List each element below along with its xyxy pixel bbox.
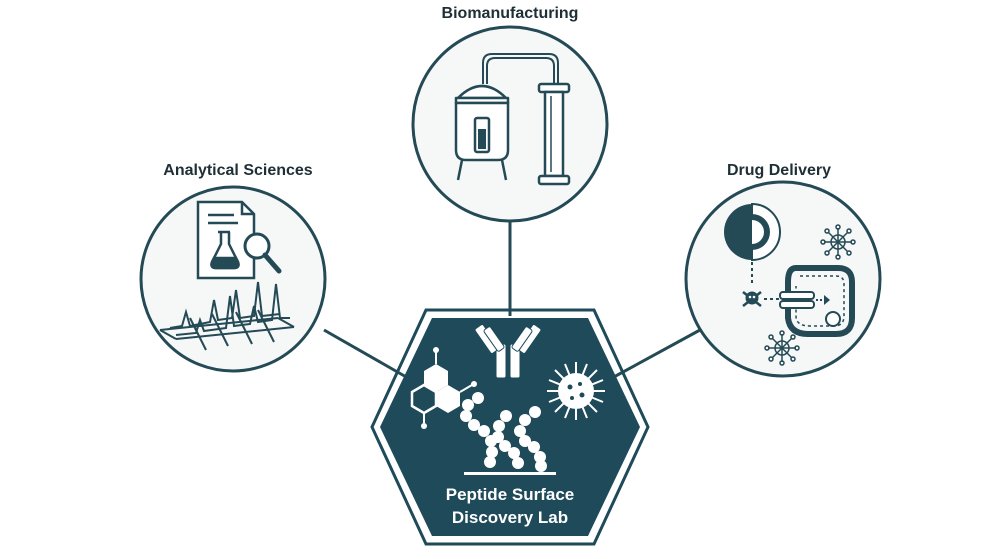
center-title-line2: Discovery Lab	[452, 508, 568, 527]
nanoparticle-icon	[724, 202, 781, 286]
center-hexagon: Peptide Surface Discovery Lab	[370, 308, 650, 546]
bioreactor-icon	[454, 53, 571, 186]
node-circle-top	[411, 25, 609, 223]
cell-uptake-icon	[779, 265, 855, 337]
node-biomanufacturing: Biomanufacturing	[411, 5, 609, 223]
connector-left	[323, 328, 409, 380]
toxin-icon	[742, 291, 786, 307]
connector-right	[611, 328, 701, 380]
hexagon-outline	[370, 308, 650, 546]
node-label-drug-delivery: Drug Delivery	[727, 162, 831, 179]
virus-icon	[547, 362, 605, 420]
antibody-icon	[474, 324, 542, 379]
chromatogram-icon	[159, 281, 295, 351]
node-analytical-sciences: Analytical Sciences	[139, 162, 327, 373]
connectors	[323, 220, 701, 380]
node-label-biomanufacturing: Biomanufacturing	[442, 5, 579, 22]
lab-report-icon	[196, 200, 282, 280]
peptide-chains-icon	[460, 392, 556, 475]
node-drug-delivery: Drug Delivery	[684, 162, 882, 378]
pathogen-icon-top	[820, 224, 856, 260]
node-label-analytical-sciences: Analytical Sciences	[163, 162, 313, 179]
molecule-icon	[410, 347, 477, 429]
center-title-line1: Peptide Surface	[446, 485, 575, 504]
pathogen-icon-bottom	[764, 330, 800, 366]
